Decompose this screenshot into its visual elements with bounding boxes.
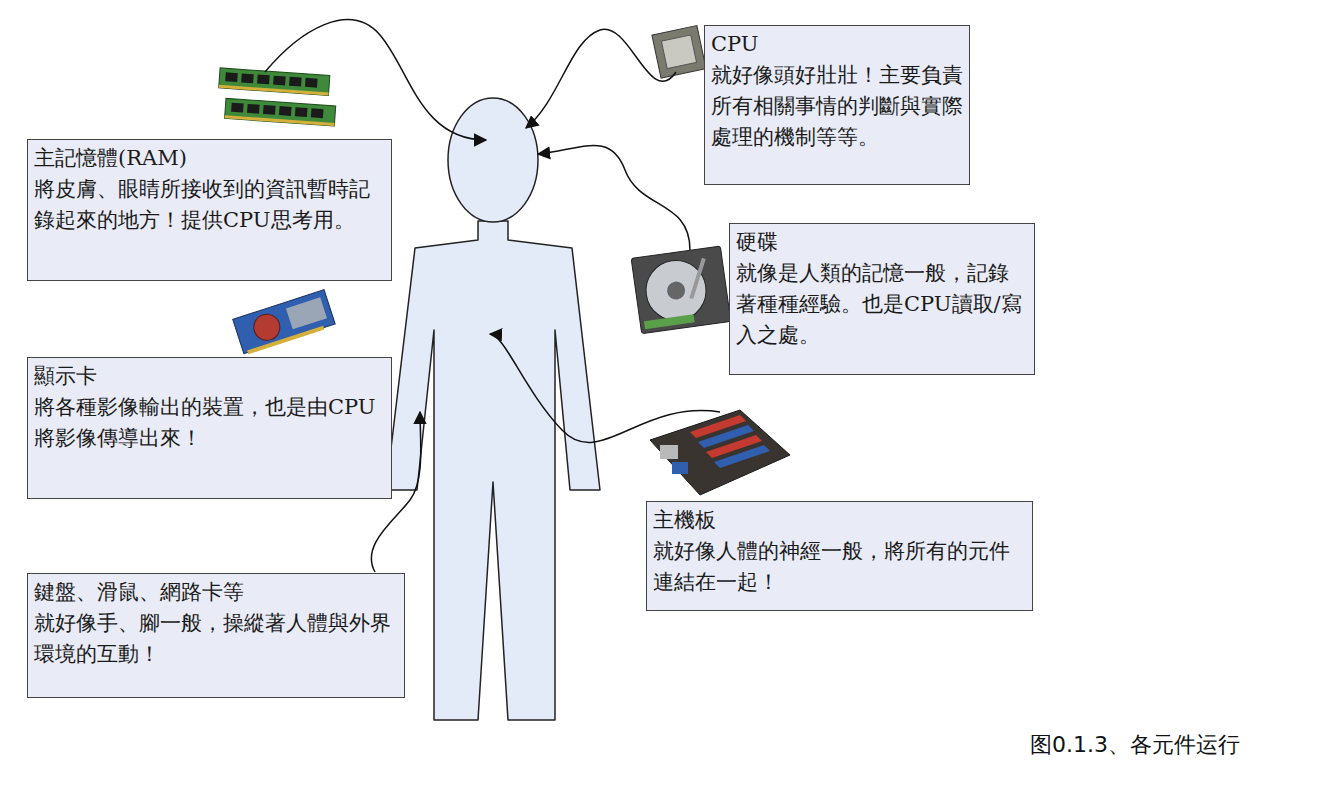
component-box: 硬碟就像是人類的記憶一般，記錄著種種經驗。也是CPU讀取/寫入之處。 <box>729 223 1035 375</box>
component-description: 就好像手、腳一般，操縱著人體與外界環境的互動！ <box>34 608 398 670</box>
component-description: 就好像人體的神經一般，將所有的元件連結在一起！ <box>653 536 1026 598</box>
component-box: CPU就好像頭好壯壯！主要負責所有相關事情的判斷與實際處理的機制等等。 <box>704 25 970 185</box>
component-box: 主記憶體(RAM)將皮膚、眼睛所接收到的資訊暫時記錄起來的地方！提供CPU思考用… <box>27 139 392 281</box>
gpu-icon <box>233 290 336 356</box>
component-name: CPU <box>711 29 963 60</box>
ram-icon <box>217 68 338 126</box>
hdd-icon <box>631 246 731 334</box>
component-description: 就像是人類的記憶一般，記錄著種種經驗。也是CPU讀取/寫入之處。 <box>736 258 1028 351</box>
component-name: 主記憶體(RAM) <box>34 143 385 174</box>
component-description: 將各種影像輸出的裝置，也是由CPU將影像傳導出來！ <box>34 392 385 454</box>
component-box: 顯示卡將各種影像輸出的裝置，也是由CPU將影像傳導出來！ <box>27 357 392 499</box>
component-description: 就好像頭好壯壯！主要負責所有相關事情的判斷與實際處理的機制等等。 <box>711 60 963 153</box>
figure-caption: 图0.1.3、各元件运行 <box>1030 722 1310 768</box>
component-name: 鍵盤、滑鼠、網路卡等 <box>34 577 398 608</box>
component-name: 主機板 <box>653 505 1026 536</box>
component-box: 鍵盤、滑鼠、網路卡等就好像手、腳一般，操縱著人體與外界環境的互動！ <box>27 573 405 698</box>
human-figure <box>386 98 600 720</box>
cpu-icon <box>652 25 706 78</box>
component-box: 主機板就好像人體的神經一般，將所有的元件連結在一起！ <box>646 501 1033 611</box>
component-name: 顯示卡 <box>34 361 385 392</box>
component-description: 將皮膚、眼睛所接收到的資訊暫時記錄起來的地方！提供CPU思考用。 <box>34 174 385 236</box>
component-name: 硬碟 <box>736 227 1028 258</box>
motherboard-icon <box>650 410 790 495</box>
